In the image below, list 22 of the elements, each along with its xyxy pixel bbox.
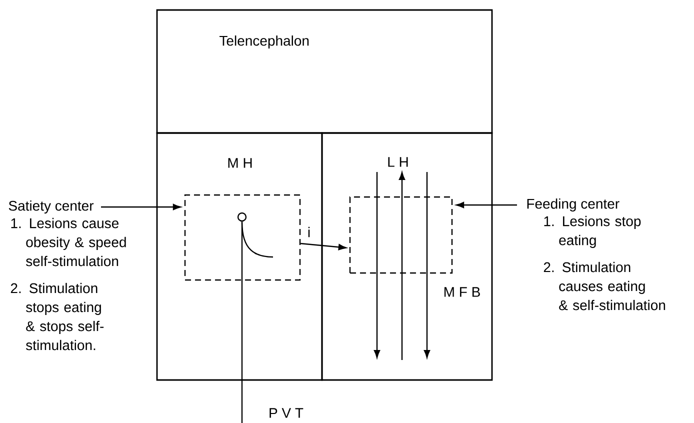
tract-label: P V T xyxy=(270,408,304,418)
neuron-cell-drawing xyxy=(237,212,247,222)
region-box xyxy=(156,9,493,134)
leader-line xyxy=(241,222,243,423)
dashed-box xyxy=(349,196,453,274)
center-label: Satiety center xyxy=(8,200,94,214)
arrow xyxy=(101,204,181,210)
list-item: 2. Stimulation stops eating & stops self-stimulation. xyxy=(10,282,104,350)
region-label: Telencephalon xyxy=(220,35,309,49)
arrow xyxy=(300,242,346,250)
arrow xyxy=(456,202,517,208)
region-label: M H xyxy=(228,158,252,168)
region-box xyxy=(156,132,323,381)
region-label: M F B xyxy=(444,287,480,297)
list-item: 2. Stimulation causes eating & self-stimulation xyxy=(544,262,666,310)
edge-label: i xyxy=(308,226,310,238)
region-box xyxy=(321,132,493,381)
list-item: 1. Lesions cause obesity & speed self-stimulation xyxy=(11,218,126,266)
list-item: 1. Lesions stop eating xyxy=(544,216,641,248)
dashed-box xyxy=(184,194,301,281)
region-label: L H xyxy=(388,157,408,167)
center-label: Feeding center xyxy=(527,198,620,212)
